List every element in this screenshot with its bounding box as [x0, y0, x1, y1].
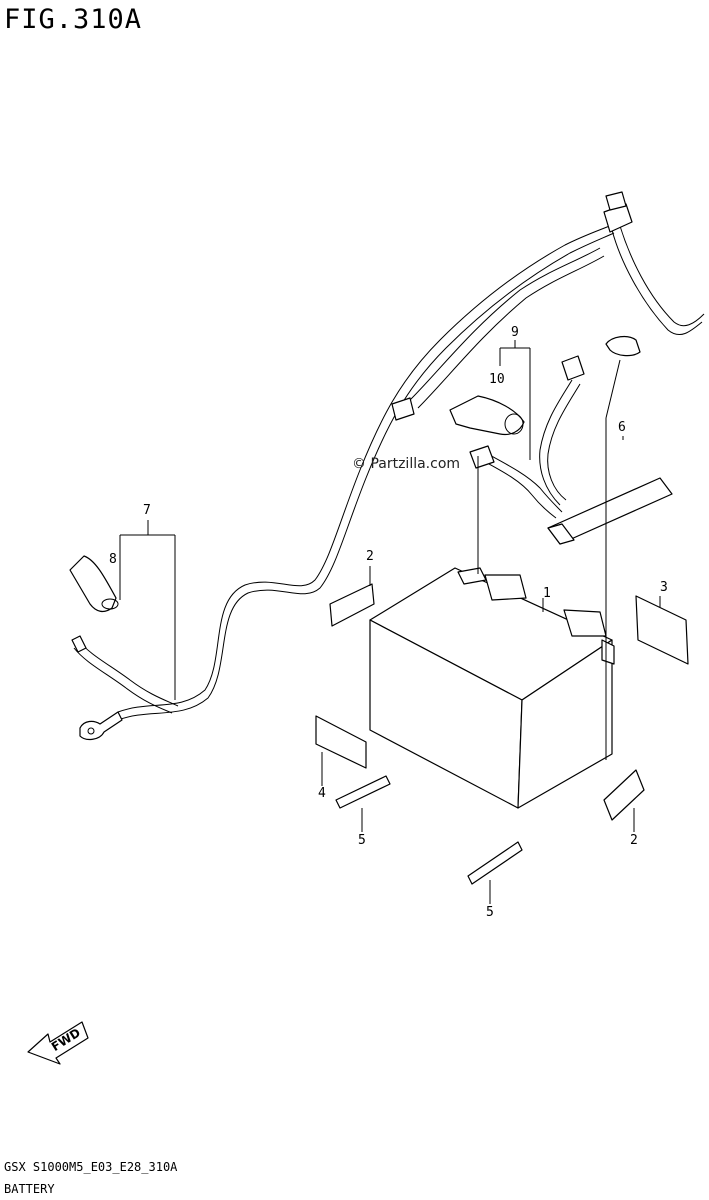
fwd-arrow-icon: FWD [27, 1021, 89, 1065]
callout-4: 4 [318, 786, 326, 801]
cushion-pad-top[interactable] [329, 583, 375, 627]
battery[interactable] [369, 567, 615, 809]
cable-ring-terminal[interactable] [79, 711, 123, 741]
diagram-code: GSX S1000M5_E03_E28_310A [4, 1160, 178, 1174]
strip-5-bottom[interactable] [467, 841, 523, 885]
negative-cable[interactable] [117, 224, 615, 721]
callout-9: 9 [511, 325, 519, 340]
strip-5-left[interactable] [335, 775, 391, 809]
terminal-cover[interactable] [449, 395, 525, 436]
callout-2-top: 2 [366, 549, 374, 564]
terminal-cap-8[interactable] [69, 555, 119, 613]
callout-7: 7 [143, 503, 151, 518]
callout-10: 10 [489, 372, 505, 387]
plate-3[interactable] [635, 595, 689, 665]
battery-band[interactable] [547, 418, 673, 760]
leader-lines [119, 340, 661, 904]
callout-5-bottom: 5 [486, 905, 494, 920]
figure-title: FIG.310A [4, 4, 143, 35]
plate-4[interactable] [315, 715, 367, 769]
callout-6: 6 [618, 420, 626, 435]
harness-upper-branch[interactable] [603, 191, 705, 357]
cable-clamp[interactable] [391, 397, 415, 421]
callout-1: 1 [543, 586, 551, 601]
callout-3: 3 [660, 580, 668, 595]
diagram-caption: BATTERY [4, 1182, 55, 1196]
cushion-pad-right[interactable] [603, 769, 645, 821]
callout-2-right: 2 [630, 833, 638, 848]
callout-5-left: 5 [358, 833, 366, 848]
positive-cable[interactable] [469, 355, 585, 519]
watermark: © Partzilla.com [352, 456, 460, 472]
callout-8: 8 [109, 552, 117, 567]
cable-loose-end[interactable] [71, 635, 179, 714]
